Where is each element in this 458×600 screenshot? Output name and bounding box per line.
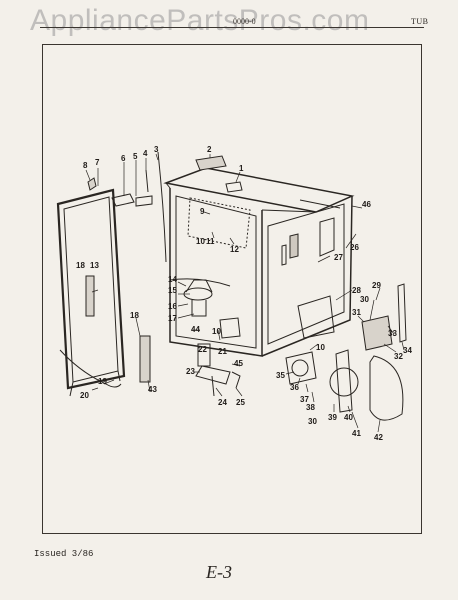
callout-43: 43 <box>148 385 157 394</box>
callout-26: 26 <box>350 243 359 252</box>
section-title: TUB <box>411 17 429 26</box>
callout-labels: 8 7 6 5 4 3 2 1 9 10 11 12 46 26 27 28 1… <box>76 145 412 442</box>
callout-18-door: 18 <box>76 261 85 270</box>
lower-parts <box>139 283 407 421</box>
callout-23: 23 <box>186 367 195 376</box>
callout-15: 15 <box>168 286 177 295</box>
callout-37: 37 <box>300 395 309 404</box>
callout-19: 19 <box>98 377 107 386</box>
callout-28: 28 <box>352 286 361 295</box>
callout-29: 29 <box>372 281 381 290</box>
header-code: 0000-0 <box>233 17 256 26</box>
callout-31: 31 <box>352 308 361 317</box>
callout-34: 34 <box>403 346 412 355</box>
callout-30-lower: 30 <box>308 417 317 426</box>
callout-5: 5 <box>133 152 138 161</box>
tub-body <box>163 167 355 357</box>
callout-12: 12 <box>230 245 239 254</box>
callout-25: 25 <box>236 398 245 407</box>
callout-14: 14 <box>168 275 177 284</box>
callout-38: 38 <box>306 403 315 412</box>
spray-arm-assembly <box>157 151 231 317</box>
callout-10-right: 10 <box>316 343 325 352</box>
callout-18-lower: 18 <box>130 311 139 320</box>
callout-10-mid: 10 <box>212 327 221 336</box>
callout-10-top: 10 <box>196 237 205 246</box>
header-rule <box>40 27 424 28</box>
callout-16: 16 <box>168 302 177 311</box>
callout-36: 36 <box>290 383 299 392</box>
callout-2: 2 <box>207 145 212 154</box>
page-number: E-3 <box>206 562 232 582</box>
callout-21: 21 <box>218 347 227 356</box>
callout-4: 4 <box>143 149 148 158</box>
callout-35: 35 <box>276 371 285 380</box>
callout-3: 3 <box>154 145 159 154</box>
callout-32: 32 <box>394 352 403 361</box>
callout-42: 42 <box>374 433 383 442</box>
callout-9: 9 <box>200 207 205 216</box>
callout-33: 33 <box>388 329 397 338</box>
callout-41: 41 <box>352 429 361 438</box>
callout-46: 46 <box>362 200 371 209</box>
callout-11: 11 <box>206 237 215 246</box>
watermark: AppliancePartsPros.com <box>30 4 370 37</box>
callout-39: 39 <box>328 413 337 422</box>
callout-6: 6 <box>121 154 126 163</box>
callout-40: 40 <box>344 413 353 422</box>
issued-date: Issued 3/86 <box>34 549 94 559</box>
callout-1: 1 <box>239 164 244 173</box>
callout-27: 27 <box>334 253 343 262</box>
callout-45: 45 <box>234 359 243 368</box>
callout-44: 44 <box>191 325 200 334</box>
door-panel <box>56 188 126 397</box>
diagram-frame <box>42 44 422 534</box>
callout-8: 8 <box>83 161 88 170</box>
hinge-parts <box>87 155 243 207</box>
callout-17: 17 <box>168 314 177 323</box>
callout-7: 7 <box>95 158 100 167</box>
callout-13: 13 <box>90 261 99 270</box>
callout-24: 24 <box>218 398 227 407</box>
leader-lines <box>85 153 405 433</box>
callout-30-top: 30 <box>360 295 369 304</box>
callout-20: 20 <box>80 391 89 400</box>
callout-22: 22 <box>198 345 207 354</box>
